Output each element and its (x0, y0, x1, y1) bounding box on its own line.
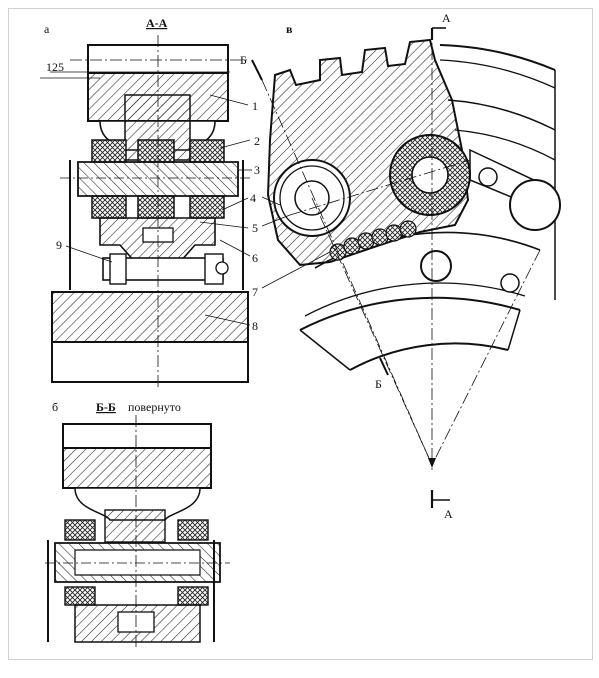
cut-mark-a-bottom: А (444, 507, 453, 521)
view-b (45, 415, 230, 650)
roller-top-right (189, 139, 225, 163)
roller-bot-mid (137, 195, 175, 219)
part-8-base (51, 291, 249, 343)
callout-3: 3 (254, 163, 260, 177)
callout-5: 5 (252, 221, 258, 235)
view-b-letter: б (52, 400, 58, 414)
view-a-letter: а (44, 22, 50, 36)
roller-bot-left (91, 195, 127, 219)
callout-6: 6 (252, 251, 258, 265)
callout-2: 2 (254, 134, 260, 148)
dimension-125: 125 (46, 60, 64, 74)
callout-4: 4 (250, 191, 256, 205)
roller-top-left (91, 139, 127, 163)
view-b-note: повернуто (128, 400, 181, 414)
view-v-letter: в (286, 22, 293, 36)
callout-9: 9 (56, 238, 62, 252)
view-v (261, 27, 561, 508)
view-b-section-title: Б-Б (96, 400, 116, 414)
base-lower (51, 341, 249, 383)
roller-top-mid (137, 139, 175, 163)
view-a-section-title: А-А (146, 16, 168, 30)
cut-mark-b-bottom: Б (375, 377, 382, 391)
cut-mark-b-top: Б (240, 53, 247, 67)
callout-7: 7 (252, 285, 258, 299)
part-7-ball-row (329, 220, 417, 261)
callout-8: 8 (252, 319, 258, 333)
cut-mark-a-top: А (442, 11, 451, 25)
roller-bot-right (189, 195, 225, 219)
callout-1: 1 (252, 99, 258, 113)
view-a (40, 35, 263, 390)
gear-body-b (62, 447, 212, 489)
